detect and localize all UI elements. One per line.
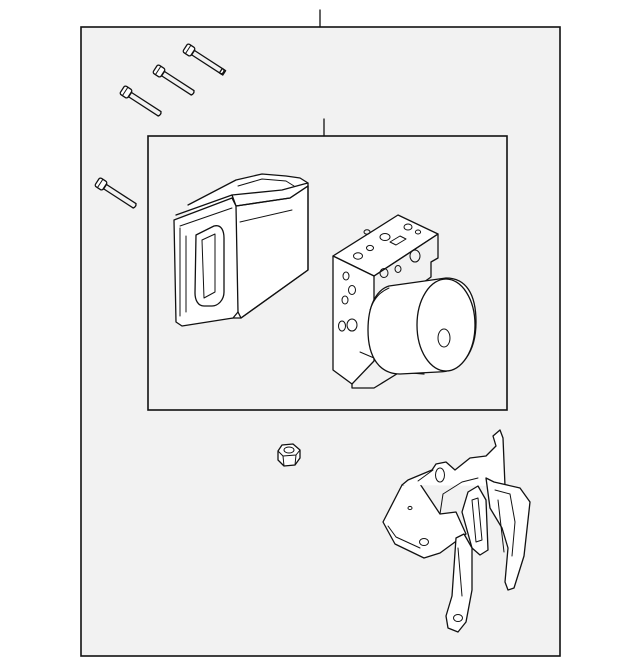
bolt-icon[interactable] — [119, 85, 164, 118]
modulator-subassembly-frame — [147, 118, 508, 411]
nut-icon[interactable] — [277, 443, 301, 467]
bolt-icon[interactable] — [94, 177, 139, 210]
bolt-icon[interactable] — [152, 64, 197, 97]
bolt-group[interactable] — [94, 43, 227, 210]
hydraulic-unit-icon[interactable] — [332, 214, 477, 389]
bolt-icon[interactable] — [182, 43, 227, 77]
control-module-icon[interactable] — [173, 173, 309, 327]
mounting-bracket-icon[interactable] — [382, 429, 531, 633]
